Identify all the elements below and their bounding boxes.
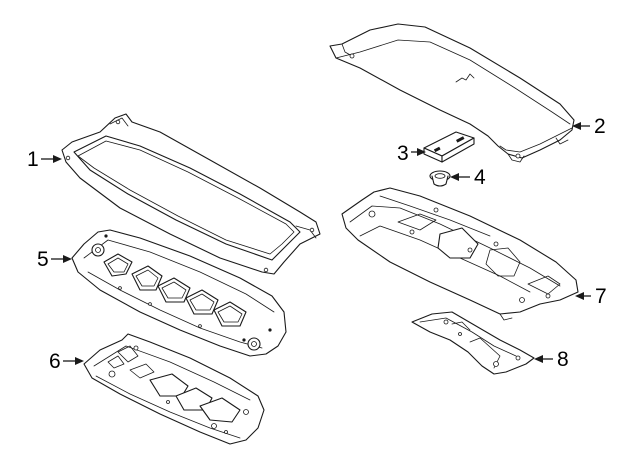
callout-7-arrow-icon [575, 292, 584, 300]
callout-5: 5 [37, 248, 72, 271]
callout-7: 7 [575, 285, 607, 308]
part-4-grommet[interactable] [429, 170, 451, 187]
part-7-package-tray[interactable] [341, 187, 579, 321]
part-3-pad[interactable] [423, 131, 475, 163]
callout-3-label: 3 [397, 142, 409, 165]
callout-3: 3 [397, 142, 426, 165]
callout-1-label: 1 [27, 148, 39, 171]
callout-2: 2 [572, 115, 606, 138]
callout-6: 6 [49, 350, 84, 373]
callout-6-arrow-icon [75, 357, 84, 365]
callout-4: 4 [450, 166, 486, 189]
callout-1-arrow-icon [53, 155, 62, 163]
part-6-lower-panel[interactable] [83, 333, 265, 445]
callout-4-label: 4 [474, 166, 486, 189]
part-5-perforated-panel[interactable] [71, 229, 287, 357]
callout-7-label: 7 [595, 285, 607, 308]
callout-2-arrow-icon [572, 122, 581, 130]
callout-5-label: 5 [37, 248, 49, 271]
callout-5-arrow-icon [63, 255, 72, 263]
part-1-rear-window-panel[interactable] [61, 113, 321, 275]
callout-1: 1 [27, 148, 62, 171]
callout-2-label: 2 [594, 115, 606, 138]
callout-6-label: 6 [49, 350, 61, 373]
callout-4-arrow-icon [450, 173, 459, 181]
callout-8-arrow-icon [534, 355, 543, 363]
part-8-brace[interactable] [411, 311, 535, 375]
callout-8: 8 [534, 348, 569, 371]
callout-8-label: 8 [557, 348, 569, 371]
callout-3-arrow-icon [417, 148, 426, 156]
part-2-package-tray-trim[interactable] [329, 23, 575, 163]
